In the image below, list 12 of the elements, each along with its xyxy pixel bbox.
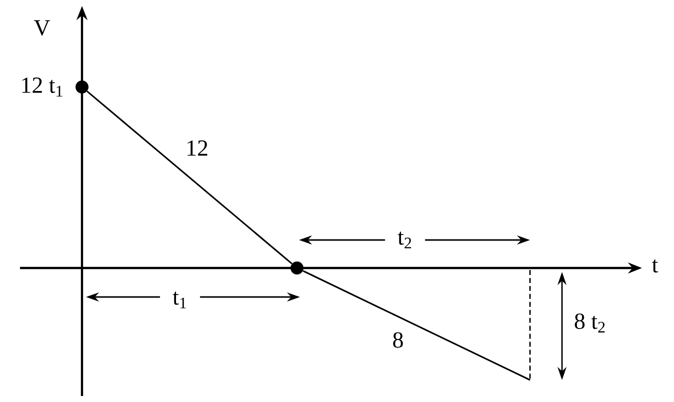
point-label: 12 t$_{1}$ [22,78,62,96]
dimension-label: 8 t$_{2}$ [574,314,605,332]
axis-label: t [652,259,658,273]
edge-label: 12 [188,140,208,156]
edge-label: 8 [393,332,403,348]
dot [76,80,88,94]
graph-line [302,270,530,381]
graph-line [86,90,292,264]
dimension-label: t$_{1}$ [172,292,186,308]
axis-label: V [34,20,50,36]
dot [290,262,304,274]
dimension-label: t$_{2}$ [398,232,412,248]
